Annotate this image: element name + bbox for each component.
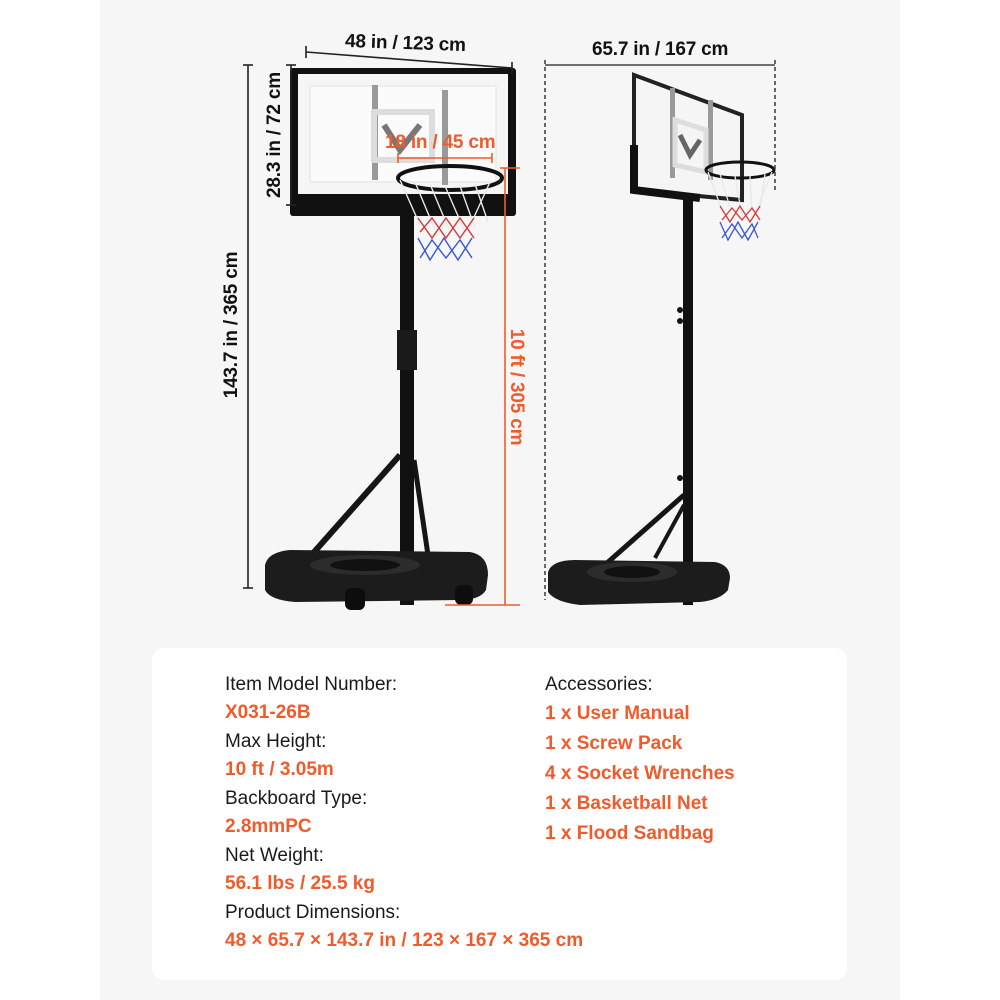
accessory-item: 1 x Basketball Net bbox=[545, 793, 708, 814]
front-view-dimension-lines bbox=[243, 46, 513, 589]
spec-label: Max Height: bbox=[225, 731, 327, 752]
spec-value: 56.1 lbs / 25.5 kg bbox=[225, 873, 375, 894]
spec-net-weight: Net Weight: 56.1 lbs / 25.5 kg bbox=[225, 841, 583, 898]
spec-label: Net Weight: bbox=[225, 845, 324, 866]
rim-height-label: 10 ft / 305 cm bbox=[506, 328, 527, 446]
spec-label: Item Model Number: bbox=[225, 674, 398, 695]
spec-label: Backboard Type: bbox=[225, 788, 368, 809]
accessory-item: 1 x User Manual bbox=[545, 703, 690, 724]
spec-value: 48 × 65.7 × 143.7 in / 123 × 167 × 365 c… bbox=[225, 930, 584, 951]
spec-backboard-type: Backboard Type: 2.8mmPC bbox=[225, 784, 583, 841]
backboard-width-label: 48 in / 123 cm bbox=[344, 30, 467, 57]
spec-list: Item Model Number: X031-26B Max Height: … bbox=[225, 670, 583, 955]
depth-label: 65.7 in / 167 cm bbox=[592, 39, 729, 60]
spec-model: Item Model Number: X031-26B bbox=[225, 670, 583, 727]
total-height-label: 143.7 in / 365 cm bbox=[221, 251, 242, 399]
spec-max-height: Max Height: 10 ft / 3.05m bbox=[225, 727, 583, 784]
backboard-height-label: 28.3 in / 72 cm bbox=[264, 72, 285, 198]
front-view-hoop bbox=[265, 68, 516, 610]
front-view-orange-dimension-lines bbox=[397, 153, 520, 606]
product-illustration bbox=[243, 46, 776, 610]
accessories-list: Accessories: 1 x User Manual 1 x Screw P… bbox=[545, 670, 735, 849]
accessory-item: 1 x Screw Pack bbox=[545, 733, 683, 754]
accessory-item: 4 x Socket Wrenches bbox=[545, 763, 735, 784]
spec-value: X031-26B bbox=[225, 702, 311, 723]
spec-value: 2.8mmPC bbox=[225, 816, 312, 837]
spec-label: Product Dimensions: bbox=[225, 902, 401, 923]
side-view-hoop bbox=[548, 72, 776, 605]
spec-card: Item Model Number: X031-26B Max Height: … bbox=[152, 648, 847, 980]
spec-product-dimensions: Product Dimensions: 48 × 65.7 × 143.7 in… bbox=[225, 898, 583, 955]
spec-value: 10 ft / 3.05m bbox=[225, 759, 334, 780]
accessory-item: 1 x Flood Sandbag bbox=[545, 823, 714, 844]
rim-diameter-label: 18 in / 45 cm bbox=[385, 132, 496, 153]
accessories-label: Accessories: bbox=[545, 674, 653, 695]
side-view-dimension-lines bbox=[544, 60, 776, 600]
